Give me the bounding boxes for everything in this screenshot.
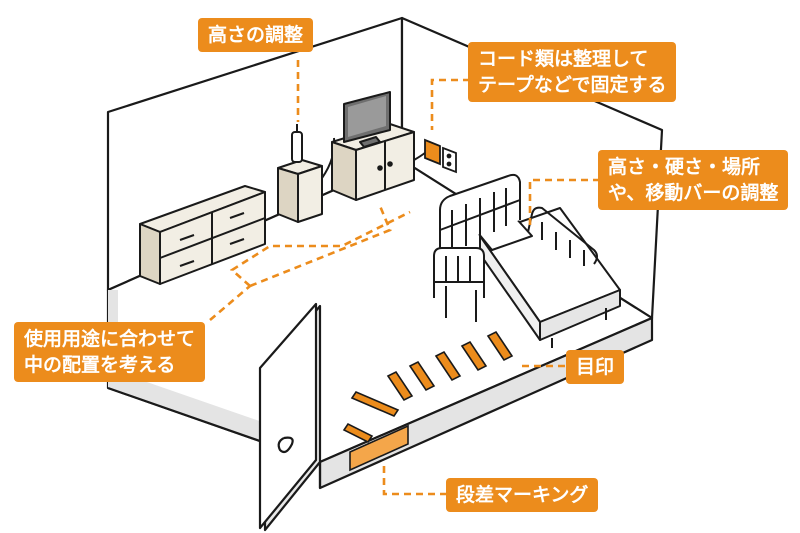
care-bed-icon	[433, 173, 621, 348]
label-bed: 高さ・硬さ・場所 や、移動バーの調整	[598, 150, 789, 210]
wall-outlet-icon	[424, 138, 457, 174]
tv-cabinet-icon	[331, 91, 433, 201]
phone-on-stand-icon	[277, 124, 336, 223]
label-bed-line-2: や、移動バーの調整	[608, 182, 779, 204]
label-layout-line-1: 使用用途に合わせて	[24, 328, 196, 350]
label-mark-text: 目印	[576, 356, 615, 378]
chest-of-drawers-icon	[139, 185, 266, 285]
label-layout-line-2: 中の配置を考える	[24, 354, 176, 376]
step-marking	[349, 424, 409, 472]
label-layout: 使用用途に合わせて 中の配置を考える	[14, 322, 206, 382]
label-height-adjust: 高さの調整	[198, 18, 314, 52]
label-cords-line-2: テープなどで固定する	[478, 74, 667, 96]
label-cords: コード類は整理して テープなどで固定する	[468, 42, 677, 102]
leader-lines	[209, 60, 600, 496]
floor-marks	[342, 330, 514, 444]
door-icon	[258, 302, 322, 532]
label-cords-line-1: コード類は整理して	[478, 48, 649, 70]
label-step-text: 段差マーキング	[456, 484, 589, 506]
label-bed-line-1: 高さ・硬さ・場所	[608, 156, 761, 178]
label-mark: 目印	[566, 350, 625, 384]
label-height-adjust-text: 高さの調整	[208, 24, 304, 46]
label-step: 段差マーキング	[446, 478, 599, 512]
